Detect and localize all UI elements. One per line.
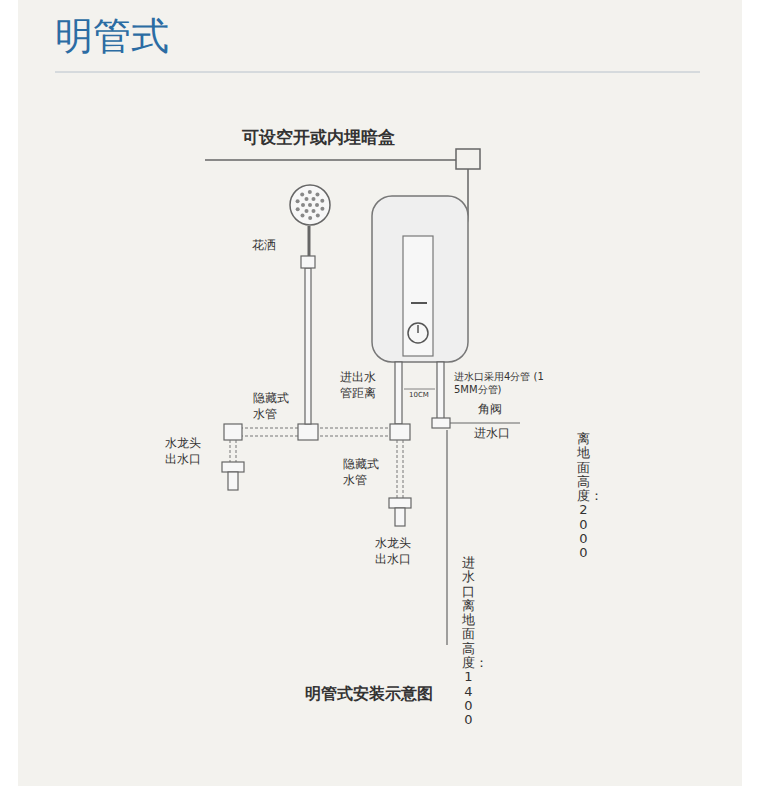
spec-note: 进水口采用4分管 (15MM分管) [454,370,546,396]
nozzle-hole [300,193,304,197]
water-heater [372,196,468,362]
tap-outlet [395,508,405,526]
panel-ground [18,0,742,786]
hidden-pipe [403,440,404,498]
nozzle-hole [312,209,316,213]
shower-holder [301,256,315,268]
nozzle-hole [312,197,316,201]
nozzle-hole [301,203,305,207]
inlet-height-line [446,430,447,645]
part-name: 水龙头出水口 [165,436,205,467]
outlet-pipe [395,362,402,424]
display-mark [411,302,427,304]
knob-pointer [417,325,419,333]
figure-caption: 明管式安装示意图 [305,684,433,705]
dimension: 10CM [409,391,429,400]
inlet-line [450,422,520,423]
nozzle-hole [308,216,312,220]
switch-box [456,149,480,169]
shower-nozzles [296,190,325,220]
switch-note: 可设空开或内埋暗盒 [242,126,395,148]
nozzle-hole [308,190,312,194]
distance-mark [404,389,435,390]
part-name: 角阀 [478,402,502,418]
dimension-note: 进出水管距离 [340,370,380,401]
control-knob [408,323,428,343]
hidden-pipe [236,440,237,462]
display-panel [403,236,433,356]
page-title: 明管式 [55,14,169,60]
part-name: 隐藏式水管 [253,391,293,422]
shower-head [290,185,330,225]
nozzle-hole [320,199,324,203]
height-dimension: 进水口离地面高度：1400 [462,556,475,728]
part-name: 进水口 [474,426,510,442]
nozzle-hole [296,199,300,203]
pipe-tee [298,424,318,440]
hidden-pipe [397,440,398,498]
nozzle-hole [315,203,319,207]
angle-valve [432,418,450,428]
pipe-tee [390,424,410,440]
title-rule [55,72,700,73]
shower-riser [305,268,311,424]
shower-handle [308,226,311,256]
tap-outlet [222,462,244,472]
inlet-pipe [437,362,444,420]
nozzle-hole [315,192,319,196]
part-name: 隐藏式水管 [343,457,383,488]
nozzle-hole [296,207,300,211]
nozzle-hole [320,207,324,211]
nozzle-hole [301,214,305,218]
nozzle-hole [316,213,320,217]
pipe-tee [224,424,242,440]
tap-outlet [228,472,238,490]
wall-line [205,159,480,161]
nozzle-hole [305,209,309,213]
part-name: 花洒 [252,238,276,254]
part-name: 水龙头出水口 [375,536,415,567]
tap-outlet [389,498,411,508]
nozzle-hole [305,197,309,201]
height-dimension: 离地面高度：2000 [577,432,590,561]
hidden-pipe [230,440,231,462]
nozzle-hole [308,203,312,207]
